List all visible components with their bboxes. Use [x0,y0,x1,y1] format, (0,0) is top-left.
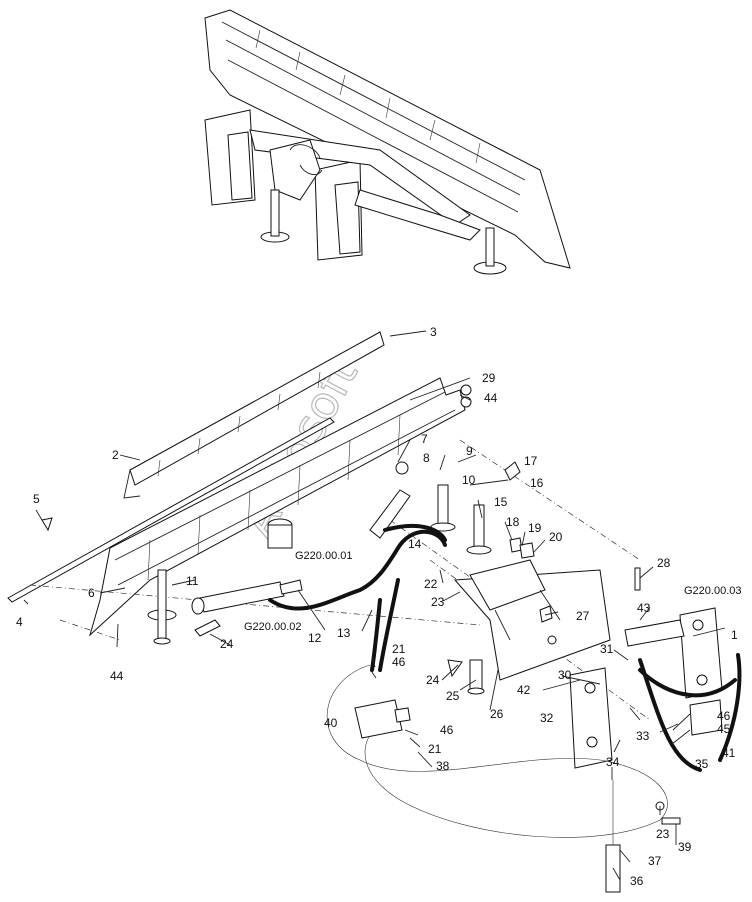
callout-5: 5 [33,492,40,506]
callout-37: 37 [648,854,662,868]
callout-4: 4 [16,615,23,629]
callout-26: 26 [490,707,504,721]
callout-2: 2 [112,448,119,462]
callout-35: 35 [695,757,709,771]
callout-12: 12 [308,631,322,645]
callout-1: 1 [731,628,738,642]
assembled-blade-view [204,9,571,275]
callout-labels: 3 29 44 2 7 9 8 17 10 16 5 15 18 19 20 1… [16,325,742,888]
callout-44-lower: 44 [110,669,124,683]
ref-g220-00-03: G220.00.03 [684,585,742,597]
callout-38: 38 [436,759,450,773]
callout-23-lower: 23 [656,827,670,841]
ref-g220-00-02: G220.00.02 [244,621,302,633]
callout-31: 31 [600,642,614,656]
callout-24-left: 24 [220,637,234,651]
callout-45: 45 [717,722,731,736]
callout-17: 17 [524,454,538,468]
callout-42: 42 [517,683,531,697]
cutting-edge-strip [7,417,335,603]
callout-18: 18 [506,515,520,529]
callout-39: 39 [678,840,692,854]
callout-46-right: 46 [717,709,731,723]
callout-46-lower: 46 [440,723,454,737]
callout-33: 33 [636,729,650,743]
callout-46-upper: 46 [392,655,406,669]
callout-28: 28 [657,556,671,570]
callout-3: 3 [430,325,437,339]
callout-19: 19 [528,521,542,535]
callout-11: 11 [186,574,199,588]
callout-15: 15 [494,495,508,509]
moldboard [89,377,466,637]
callout-32: 32 [540,711,554,725]
callout-8: 8 [423,451,430,465]
leader-lines [23,330,726,881]
callout-7: 7 [421,432,428,446]
callout-36: 36 [630,874,644,888]
callout-16: 16 [530,476,544,490]
callout-23-upper: 23 [431,595,445,609]
callout-20: 20 [549,530,563,544]
callout-21-lower: 21 [428,742,442,756]
control-valve-block [354,699,403,739]
callout-40: 40 [324,716,338,730]
callout-25: 25 [446,689,460,703]
callout-14: 14 [408,537,422,551]
callout-30: 30 [558,668,572,682]
callout-29: 29 [482,371,496,385]
callout-9: 9 [466,444,473,458]
callout-41: 41 [722,746,736,760]
callout-24-right: 24 [426,673,440,687]
callout-34: 34 [606,755,620,769]
callout-10: 10 [462,473,476,487]
callout-6: 6 [88,586,95,600]
callout-43: 43 [637,601,651,615]
ref-g220-00-01: G220.00.01 [295,550,353,562]
exploded-view: Autosoft [7,331,742,893]
callout-27: 27 [576,609,590,623]
callout-13: 13 [337,626,351,640]
callout-44: 44 [484,391,498,405]
callout-22: 22 [424,577,438,591]
callout-21-upper: 21 [392,642,406,656]
